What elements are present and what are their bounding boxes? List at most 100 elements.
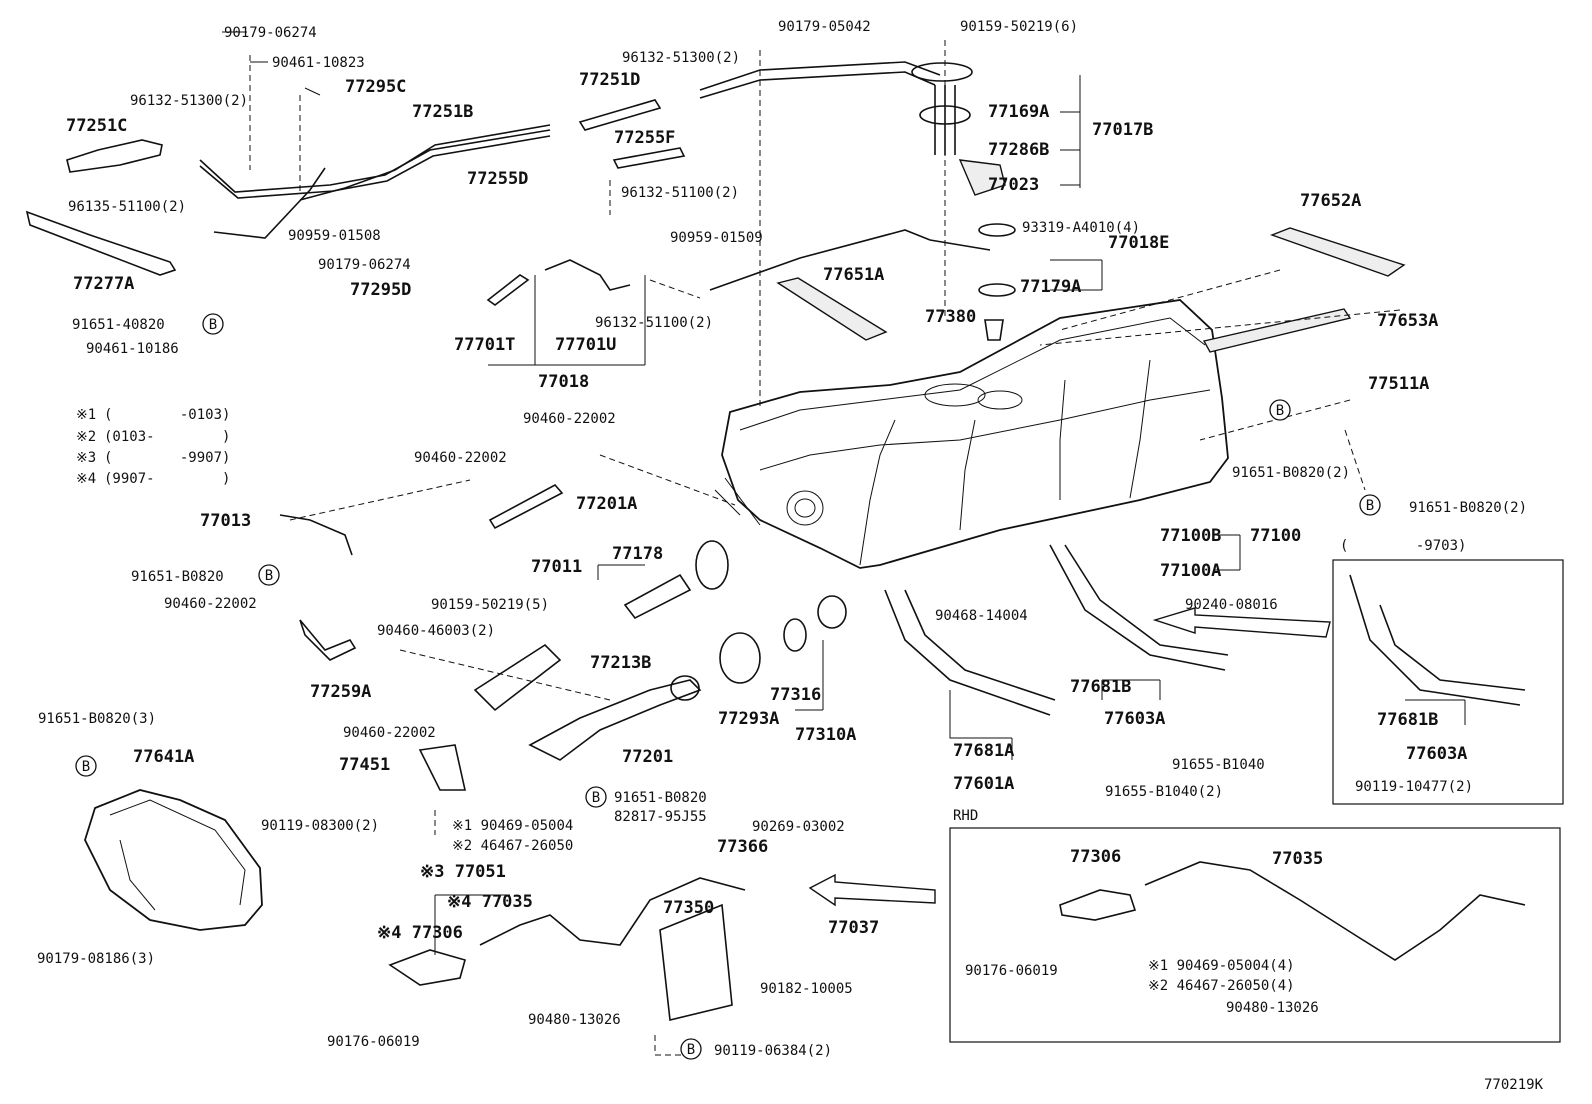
- part-label: 77295C: [345, 77, 406, 97]
- part-label: 90176-06019: [965, 963, 1058, 979]
- part-label: 77035: [1272, 849, 1323, 869]
- part-label: 96132-51100(2): [621, 185, 739, 201]
- part-label: 90159-50219(6): [960, 19, 1078, 35]
- note-key: ※3: [76, 450, 96, 466]
- part-label: 93319-A4010(4): [1022, 220, 1140, 236]
- part-label: 91655-B1040(2): [1105, 784, 1223, 800]
- note-range: ( -0103): [104, 407, 230, 423]
- part-label: ※1 90469-05004: [452, 818, 573, 834]
- part-label: 77100B: [1160, 526, 1221, 546]
- part-label: ※2 46467-26050(4): [1148, 978, 1295, 994]
- part-label: 90176-06019: [327, 1034, 420, 1050]
- part-label: 90468-14004: [935, 608, 1028, 624]
- part-label: 77213B: [590, 653, 651, 673]
- part-label: 77316: [770, 685, 821, 705]
- part-label: 91651-40820: [72, 317, 165, 333]
- inset-box-9703: [1332, 559, 1564, 805]
- note-range: (9907- ): [104, 471, 230, 487]
- part-label: 77251B: [412, 102, 473, 122]
- part-label: 77286B: [988, 140, 1049, 160]
- part-label: 77350: [663, 898, 714, 918]
- part-label: 77259A: [310, 682, 371, 702]
- part-label: 90179-05042: [778, 19, 871, 35]
- circle-b-letter: B: [82, 759, 90, 775]
- part-label: 90959-01509: [670, 230, 763, 246]
- note-key: ※4: [76, 471, 96, 487]
- part-label: 77293A: [718, 709, 779, 729]
- circle-b-letter: B: [265, 568, 273, 584]
- fuel-pump-assembly: [911, 62, 1016, 341]
- part-label: 77201: [622, 747, 673, 767]
- part-label: 90480-13026: [528, 1012, 621, 1028]
- part-label: 82817-95J55: [614, 809, 707, 825]
- part-label: 96132-51100(2): [595, 315, 713, 331]
- part-label: 77310A: [795, 725, 856, 745]
- part-label: ※4 77035: [447, 892, 533, 912]
- circle-b-marker: [680, 1038, 702, 1060]
- part-label: 77295D: [350, 280, 411, 300]
- part-label: 77701U: [555, 335, 616, 355]
- part-label: 90240-08016: [1185, 597, 1278, 613]
- part-label: 90460-46003(2): [377, 623, 495, 639]
- part-label: 90480-13026: [1226, 1000, 1319, 1016]
- circle-b-letter: B: [687, 1042, 695, 1058]
- part-label: 77037: [828, 918, 879, 938]
- part-label: 77681B: [1377, 710, 1438, 730]
- part-label: 91651-B0820: [131, 569, 224, 585]
- part-label: 77011: [531, 557, 582, 577]
- circle-b-letter: B: [592, 790, 600, 806]
- filler-pipe: [299, 483, 847, 761]
- part-label: 77169A: [988, 102, 1049, 122]
- circle-b-marker: [585, 786, 607, 808]
- part-label: 91651-B0820: [614, 790, 707, 806]
- part-label: 77681A: [953, 741, 1014, 761]
- part-label: 77201A: [576, 494, 637, 514]
- diagram-id: 770219K: [1484, 1077, 1544, 1093]
- part-label: 77380: [925, 307, 976, 327]
- part-label: 90179-06274: [224, 25, 317, 41]
- part-label: 90460-22002: [523, 411, 616, 427]
- fuel-tank: [714, 299, 1229, 569]
- part-label: 77023: [988, 175, 1039, 195]
- brackets-and-cables: [279, 514, 1526, 1021]
- solid-leaders: [222, 31, 1466, 955]
- part-label: 90182-10005: [760, 981, 853, 997]
- note-range: ( -9907): [104, 450, 230, 466]
- note-key: ※2: [76, 429, 96, 445]
- note-range: (0103- ): [104, 429, 230, 445]
- circle-b-marker: [202, 313, 224, 335]
- part-label: 77018: [538, 372, 589, 392]
- part-label: 77179A: [1020, 277, 1081, 297]
- circle-b-marker: [258, 564, 280, 586]
- tank-straps: [884, 544, 1526, 716]
- circle-b-letter: B: [1276, 403, 1284, 419]
- circle-b-letter: B: [209, 317, 217, 333]
- part-label: 77451: [339, 755, 390, 775]
- part-label: 77100A: [1160, 561, 1221, 581]
- circle-b-markers: B B B B B B B: [75, 313, 1381, 1060]
- part-label: 77603A: [1406, 744, 1467, 764]
- circle-b-marker: [1269, 399, 1291, 421]
- inset-caption: ( -9703): [1340, 538, 1466, 554]
- part-label: 96132-51300(2): [130, 93, 248, 109]
- part-label: 77013: [200, 511, 251, 531]
- circle-b-marker: [1359, 494, 1381, 516]
- part-label: ※3 77051: [420, 862, 506, 882]
- part-label: 77255F: [614, 128, 675, 148]
- part-label: 77251D: [579, 70, 640, 90]
- part-label: 77017B: [1092, 120, 1153, 140]
- part-label: 77603A: [1104, 709, 1165, 729]
- part-label: 77255D: [467, 169, 528, 189]
- part-label: 90460-22002: [414, 450, 507, 466]
- part-label: 77653A: [1377, 311, 1438, 331]
- part-label: 90179-06274: [318, 257, 411, 273]
- part-label: ※2 46467-26050: [452, 838, 573, 854]
- part-label: 90460-22002: [343, 725, 436, 741]
- part-label: 77100: [1250, 526, 1301, 546]
- part-label: 96135-51100(2): [68, 199, 186, 215]
- part-label: 77018E: [1108, 233, 1169, 253]
- part-label: 77681B: [1070, 677, 1131, 697]
- note-key: ※1: [76, 407, 96, 423]
- part-label: 77701T: [454, 335, 515, 355]
